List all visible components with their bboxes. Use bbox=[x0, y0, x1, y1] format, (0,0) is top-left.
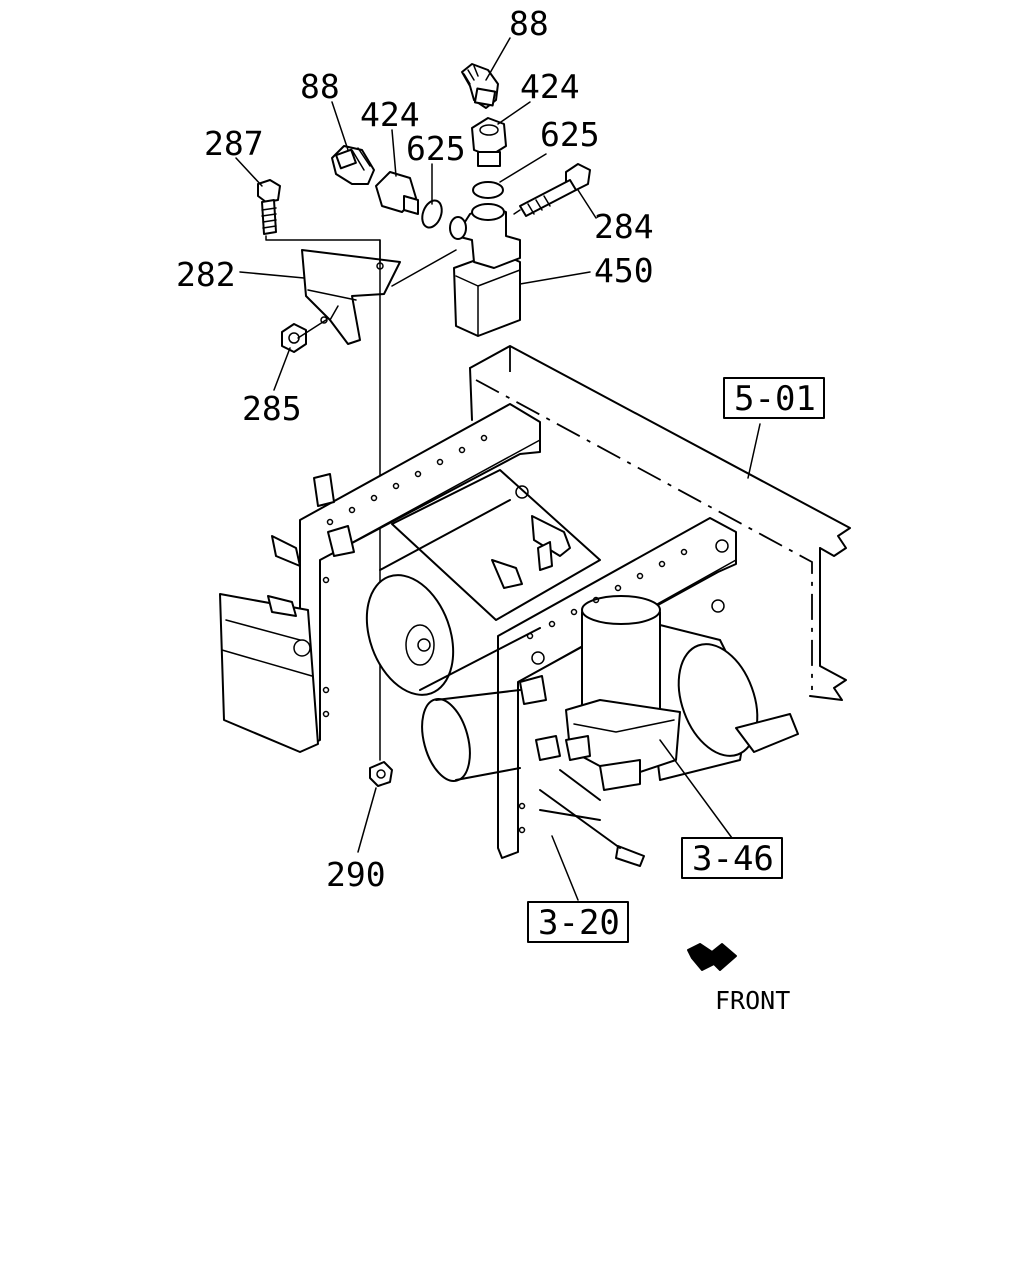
air-tank-main bbox=[365, 469, 601, 696]
ref-5-01-text: 5-01 bbox=[734, 379, 816, 419]
ref-3-46-text: 3-46 bbox=[692, 839, 774, 879]
bolt-284 bbox=[519, 163, 591, 217]
label-625-upper: 625 bbox=[540, 115, 600, 154]
nut-290 bbox=[369, 761, 393, 787]
ref-box-3-46[interactable]: 3-46 bbox=[681, 837, 783, 879]
assembly-fittings bbox=[267, 473, 799, 867]
label-424-left: 424 bbox=[360, 95, 420, 134]
label-284: 284 bbox=[594, 207, 654, 246]
left-housing bbox=[219, 593, 319, 753]
front-arrow-icon bbox=[687, 943, 737, 971]
nut-285 bbox=[281, 323, 307, 353]
ref-box-3-20[interactable]: 3-20 bbox=[527, 901, 629, 943]
plate-holes bbox=[322, 434, 688, 834]
label-424-upper: 424 bbox=[520, 67, 580, 106]
o-ring-625-left bbox=[421, 199, 443, 229]
nut-424-upper bbox=[471, 117, 507, 167]
label-625-left: 625 bbox=[406, 129, 466, 168]
nut-424-left bbox=[375, 171, 419, 215]
o-ring-625-upper bbox=[472, 181, 504, 199]
leader-lines bbox=[235, 37, 761, 901]
air-tank-lower bbox=[421, 689, 521, 782]
solenoid-valve-450 bbox=[449, 203, 521, 337]
air-dryer bbox=[565, 595, 681, 791]
label-88-upper: 88 bbox=[509, 4, 549, 43]
ref-box-5-01[interactable]: 5-01 bbox=[723, 377, 825, 419]
elbow-fitting-88-upper bbox=[461, 63, 499, 109]
frame-rail bbox=[469, 345, 851, 701]
label-285: 285 bbox=[242, 389, 302, 428]
bracket-282 bbox=[301, 249, 401, 345]
bolt-287 bbox=[257, 179, 281, 235]
label-450: 450 bbox=[594, 251, 654, 290]
label-88-left: 88 bbox=[300, 67, 340, 106]
elbow-fitting-88-left bbox=[331, 145, 375, 185]
label-282: 282 bbox=[176, 255, 236, 294]
label-287: 287 bbox=[204, 124, 264, 163]
ref-3-20-text: 3-20 bbox=[538, 903, 620, 943]
front-label: FRONT bbox=[715, 986, 790, 1015]
label-290: 290 bbox=[326, 855, 386, 894]
